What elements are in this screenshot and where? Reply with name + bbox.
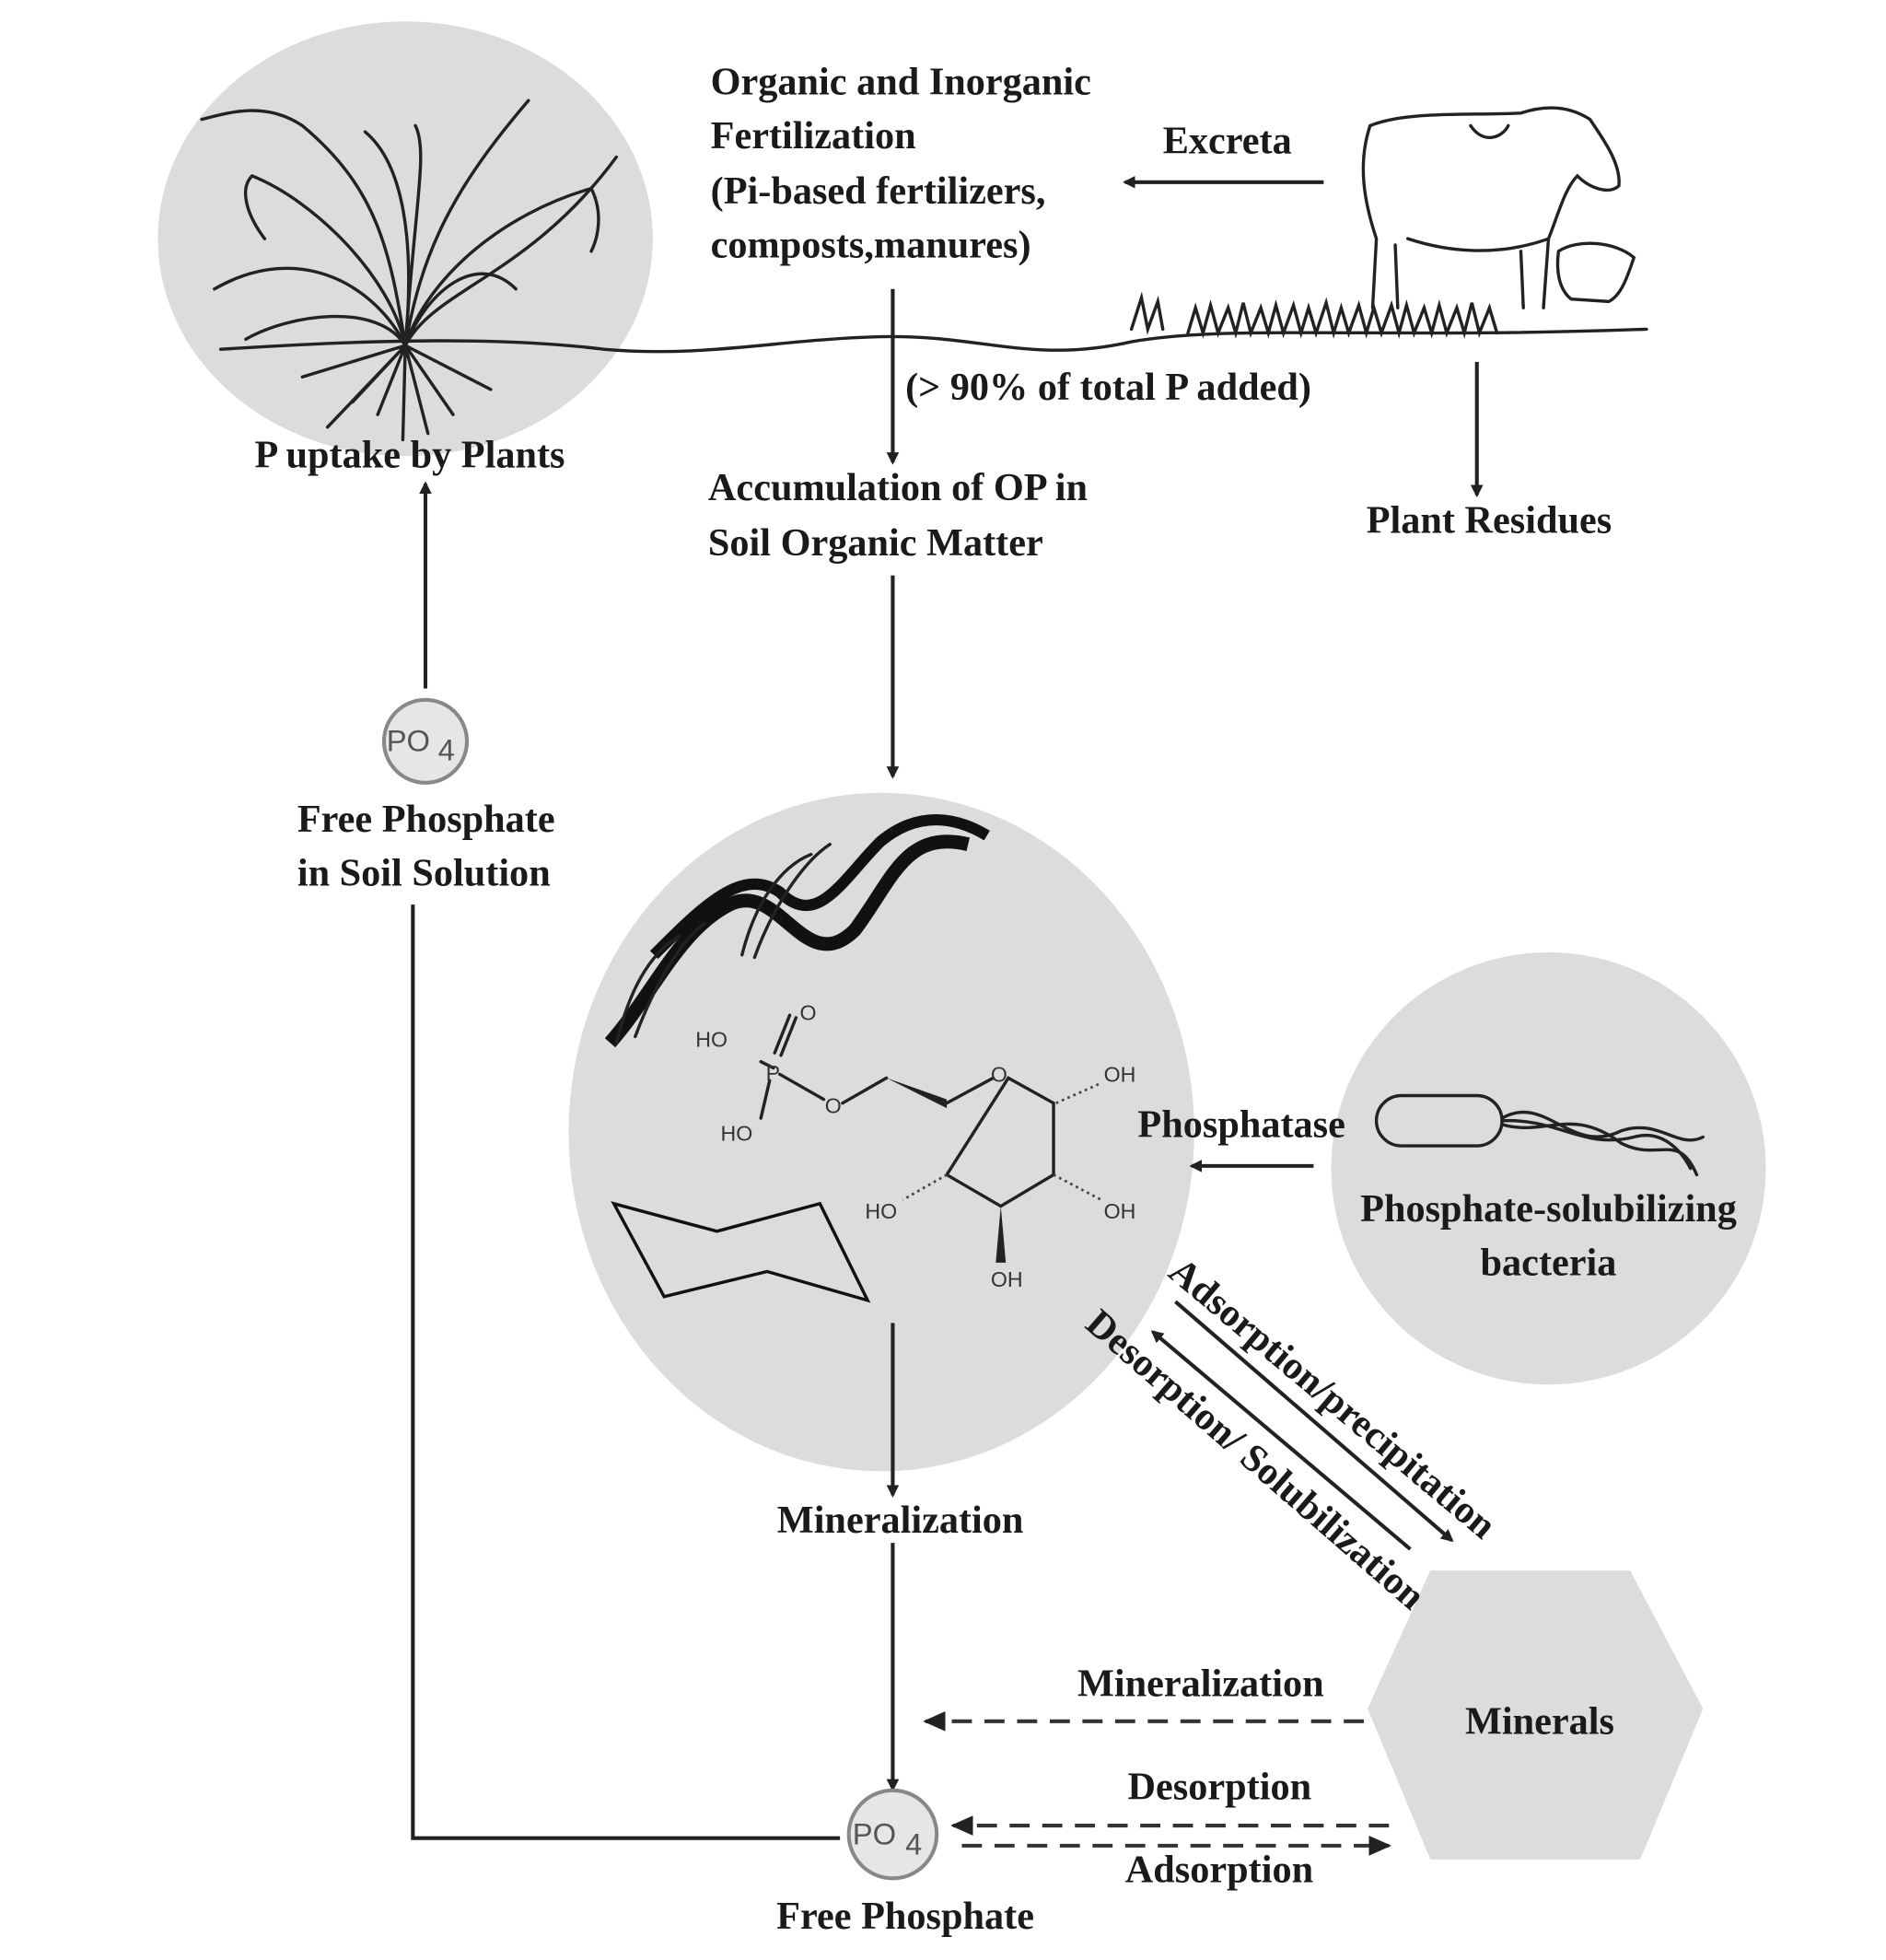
svg-text:O: O xyxy=(825,1094,842,1118)
svg-text:OH: OH xyxy=(1104,1062,1136,1086)
free-phosphate-solution-label-2: in Soil Solution xyxy=(297,852,551,895)
adsorption-precipitation-arrow xyxy=(1174,1300,1454,1543)
adsorption-label: Adsorption xyxy=(1125,1848,1313,1891)
svg-text:PO: PO xyxy=(387,724,430,758)
dna-icon xyxy=(604,813,990,1048)
plant-circle xyxy=(157,21,653,457)
minerals-label: Minerals xyxy=(1465,1699,1614,1743)
organic-matter-circle xyxy=(568,792,1194,1472)
plant-residues-label: Plant Residues xyxy=(1367,498,1612,542)
svg-text:HO: HO xyxy=(865,1199,897,1223)
solution-connector-line xyxy=(411,904,841,1840)
grass-icon xyxy=(1129,291,1499,339)
cyclohexane-icon xyxy=(611,1201,871,1303)
phosphate-icon: PO 4 xyxy=(381,697,470,785)
svg-text:OH: OH xyxy=(1104,1199,1136,1223)
mineralization-label: Mineralization xyxy=(777,1499,1024,1542)
svg-text:HO: HO xyxy=(721,1122,753,1146)
svg-text:4: 4 xyxy=(438,732,455,766)
free-phosphate-solution-label-1: Free Phosphate xyxy=(297,798,555,841)
fertilization-label-2: Fertilization xyxy=(711,114,916,158)
bacterium-icon xyxy=(1374,1093,1705,1177)
fertilization-label-3: (Pi-based fertilizers, xyxy=(711,169,1046,213)
phosphatase-label: Phosphatase xyxy=(1137,1103,1345,1147)
uptake-label: P uptake by Plants xyxy=(254,433,565,476)
desorption-solubilization-arrow xyxy=(1150,1330,1412,1551)
accumulation-label-2: Soil Organic Matter xyxy=(708,521,1043,565)
svg-text:P: P xyxy=(766,1061,780,1085)
free-phosphate-label: Free Phosphate xyxy=(776,1895,1034,1938)
desorption-label: Desorption xyxy=(1128,1765,1312,1808)
svg-text:O: O xyxy=(799,1001,816,1025)
percent-label: (> 90% of total P added) xyxy=(905,366,1311,409)
mineral-mineralization-label: Mineralization xyxy=(1077,1662,1324,1706)
svg-text:OH: OH xyxy=(991,1267,1023,1291)
excreta-label: Excreta xyxy=(1163,119,1292,162)
phosphate-icon: PO 4 xyxy=(846,1788,939,1881)
svg-text:HO: HO xyxy=(695,1027,728,1051)
ground-line xyxy=(218,327,1648,354)
svg-text:4: 4 xyxy=(905,1826,922,1861)
minerals-hexagon xyxy=(1368,1570,1704,1860)
psb-label-2: bacteria xyxy=(1481,1242,1617,1285)
fertilization-label-1: Organic and Inorganic xyxy=(711,60,1091,103)
accumulation-label-1: Accumulation of OP in xyxy=(708,466,1088,509)
glucose-6-phosphate-icon: HO O P HO O O OH OH OH HO xyxy=(695,1001,1135,1291)
cow-icon xyxy=(1361,106,1636,309)
svg-text:O: O xyxy=(991,1062,1007,1086)
fertilization-label-4: composts,manures) xyxy=(711,224,1031,267)
svg-text:PO: PO xyxy=(853,1817,896,1851)
plant-icon xyxy=(200,99,619,442)
bacteria-circle xyxy=(1331,951,1766,1385)
psb-label-1: Phosphate-solubilizing xyxy=(1360,1187,1737,1231)
